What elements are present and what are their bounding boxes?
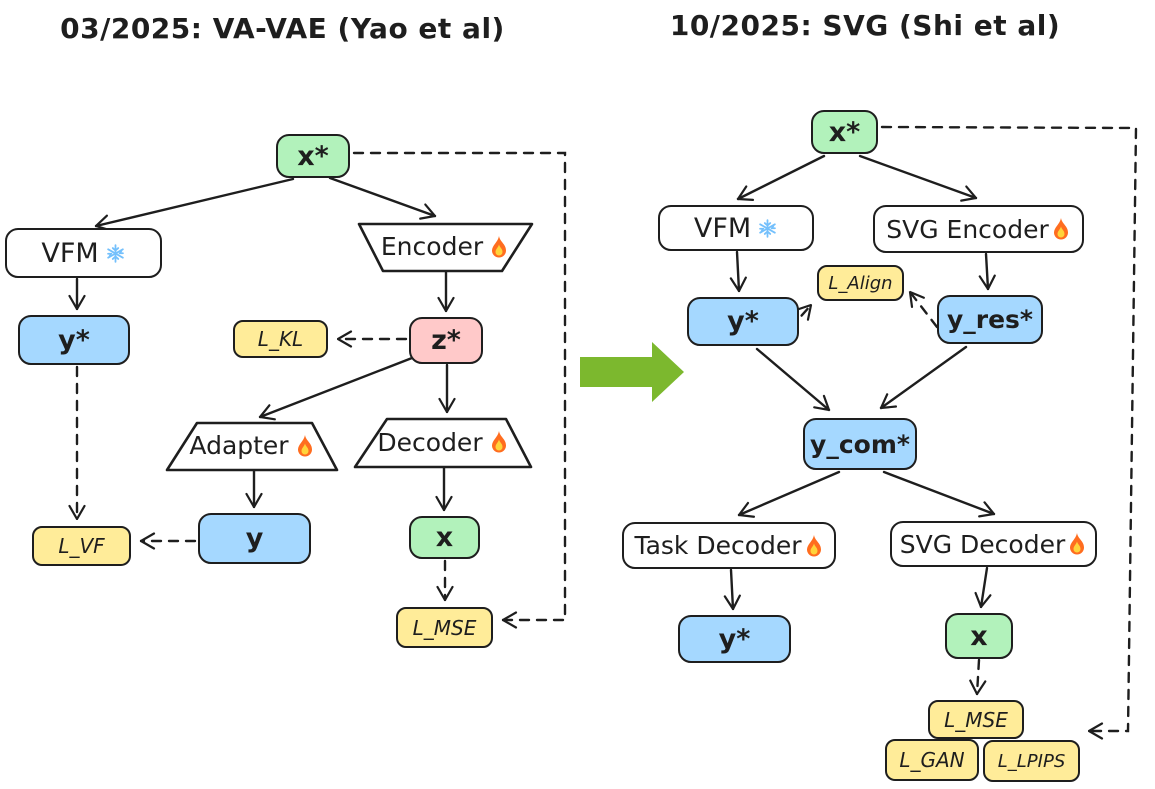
right-node-y-star-label: y* — [727, 306, 759, 337]
left-node-vfm: VFM — [5, 228, 162, 278]
left-node-y-label: y — [245, 523, 264, 554]
left-node-l-kl-label: L_KL — [257, 327, 304, 351]
fire-icon — [295, 434, 315, 458]
edge-right-svgencoder-to-yres — [986, 252, 988, 289]
right-node-l-align-label: L_Align — [828, 272, 893, 294]
right-diagram-title: 10/2025: SVG (Shi et al) — [669, 9, 1061, 42]
edge-right-ycom-to-svgdecoder — [882, 470, 994, 514]
left-node-adapter: Adapter — [163, 418, 341, 473]
right-node-svg-encoder: SVG Encoder — [873, 205, 1084, 253]
right-node-l-align: L_Align — [817, 265, 904, 301]
right-node-l-mse-label: L_MSE — [944, 707, 1008, 732]
edge-right-yres-to-ycom — [881, 345, 968, 408]
left-node-x: x — [409, 516, 480, 559]
edge-right-taskdecoder-to-ystar — [731, 568, 733, 609]
snowflake-icon — [105, 243, 126, 264]
right-node-x-star: x* — [811, 110, 878, 154]
edge-right-x-to-lmse — [977, 658, 979, 694]
right-node-y-res-star-label: y_res* — [946, 305, 1034, 334]
right-node-y-star-out: y* — [678, 615, 791, 663]
big-green-right-arrow-icon — [580, 342, 684, 402]
right-node-y-star-out-label: y* — [718, 623, 751, 655]
edge-right-xstar-to-svgencoder — [858, 154, 976, 198]
right-node-svg-decoder-label: SVG Decoder — [899, 529, 1066, 559]
right-node-svg-decoder: SVG Decoder — [890, 521, 1097, 567]
left-node-l-vf: L_VF — [32, 526, 131, 566]
fire-icon — [1051, 217, 1071, 241]
right-node-x-star-label: x* — [828, 116, 861, 148]
left-node-l-mse: L_MSE — [396, 607, 493, 648]
edge-right-svgdecoder-to-x — [981, 566, 987, 607]
left-node-l-vf-label: L_VF — [58, 534, 105, 558]
left-node-decoder: Decoder — [351, 414, 535, 470]
edge-right-vfm-to-ystar — [737, 250, 739, 291]
left-diagram-title: 03/2025: VA-VAE (Yao et al) — [60, 12, 505, 45]
edge-left-xstar-to-encoder — [328, 176, 435, 216]
right-node-vfm: VFM — [658, 205, 814, 251]
left-node-l-mse-label: L_MSE — [412, 615, 477, 640]
left-node-x-star: x* — [276, 134, 350, 178]
fire-icon — [489, 235, 509, 259]
fire-icon — [804, 534, 824, 558]
right-node-l-gan: L_GAN — [885, 739, 979, 781]
edge-right-yres-to-lalign — [910, 292, 939, 329]
right-node-l-gan-label: L_GAN — [899, 748, 965, 772]
right-node-task-decoder: Task Decoder — [622, 522, 836, 569]
edge-left-xstar-to-vfm — [96, 177, 295, 226]
right-node-x-label: x — [970, 620, 988, 652]
left-node-z-star: z* — [409, 317, 483, 364]
right-node-l-mse: L_MSE — [928, 700, 1024, 739]
right-node-task-decoder-label: Task Decoder — [634, 531, 802, 560]
left-node-vfm-label: VFM — [41, 237, 99, 269]
left-node-encoder-label: Encoder — [380, 232, 484, 261]
snowflake-icon — [757, 218, 778, 239]
left-node-decoder-label: Decoder — [377, 427, 483, 457]
right-node-x: x — [945, 613, 1013, 659]
right-node-l-lpips: L_LPIPS — [983, 740, 1080, 782]
left-node-encoder: Encoder — [355, 219, 535, 274]
right-node-svg-encoder-label: SVG Encoder — [886, 214, 1049, 244]
left-node-l-kl: L_KL — [233, 320, 328, 358]
edge-right-ystar-to-ycom — [755, 347, 829, 410]
left-node-x-label: x — [435, 522, 454, 553]
left-node-y-star: y* — [18, 315, 130, 365]
left-node-z-star-label: z* — [431, 325, 461, 356]
edge-right-xstar-feedback-to-losses — [880, 125, 1138, 731]
right-node-l-lpips-label: L_LPIPS — [997, 750, 1066, 772]
right-node-y-star: y* — [687, 297, 799, 346]
right-node-y-com-star: y_com* — [803, 418, 917, 470]
left-node-x-star-label: x* — [297, 140, 329, 172]
edge-left-zstar-to-adapter — [260, 356, 414, 417]
edge-right-xstar-to-vfm — [738, 154, 826, 199]
fire-icon — [1067, 532, 1087, 556]
left-node-adapter-label: Adapter — [189, 431, 289, 460]
fire-icon — [489, 430, 509, 454]
left-node-y-star-label: y* — [58, 324, 90, 356]
right-node-y-com-star-label: y_com* — [810, 429, 910, 459]
right-node-vfm-label: VFM — [693, 212, 752, 244]
edge-left-xstar-feedback-to-lmse — [352, 151, 567, 620]
edge-right-ycom-to-taskdecoder — [739, 470, 841, 515]
right-node-y-res-star: y_res* — [937, 295, 1043, 344]
left-node-y: y — [198, 513, 311, 564]
